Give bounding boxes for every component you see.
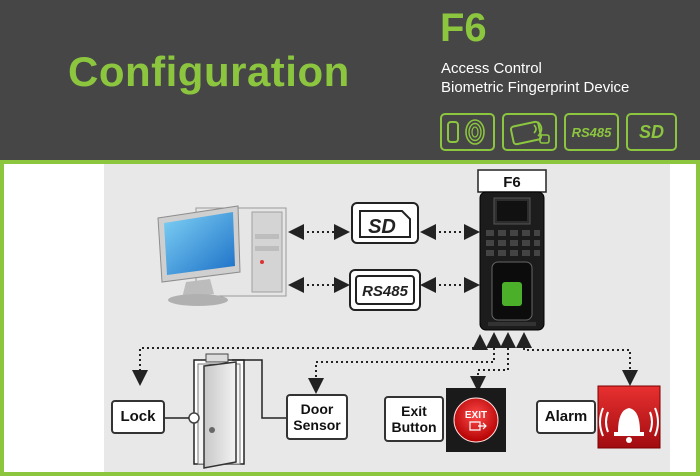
product-description-line2: Biometric Fingerprint Device: [441, 79, 630, 96]
alarm-icon: [597, 385, 661, 449]
rs485-icon: RS485: [564, 113, 619, 151]
fingerprint-icon: [440, 113, 495, 151]
sd-card-icon: SD: [626, 113, 677, 151]
rfid-card-icon: [502, 113, 557, 151]
door-sensor-line1: Door: [300, 401, 334, 417]
sd-card-icon: SD: [351, 202, 419, 244]
sd-label: SD: [368, 216, 396, 238]
f6-device: F6: [477, 169, 547, 331]
page-title: Configuration: [68, 48, 350, 95]
door-icon: [188, 353, 245, 469]
exit-button-line2: Button: [391, 419, 437, 435]
rs485-label: RS485: [362, 283, 409, 300]
exit-button-label: Exit Button: [384, 396, 444, 442]
product-name: F6: [440, 6, 487, 50]
lock-label: Lock: [111, 400, 165, 434]
exit-button-icon: EXIT: [446, 388, 506, 452]
device-label: F6: [503, 174, 521, 191]
exit-sign-label: EXIT: [465, 410, 487, 421]
computer-icon: [157, 205, 287, 306]
door-sensor-line2: Sensor: [293, 417, 341, 433]
exit-button-line1: Exit: [401, 403, 427, 419]
header: Configuration F6 Access Control Biometri…: [0, 0, 700, 160]
door-sensor-label: Door Sensor: [286, 394, 348, 440]
alarm-label: Alarm: [536, 400, 596, 434]
product-description-line1: Access Control: [441, 60, 542, 77]
rs485-icon: RS485: [349, 269, 421, 311]
